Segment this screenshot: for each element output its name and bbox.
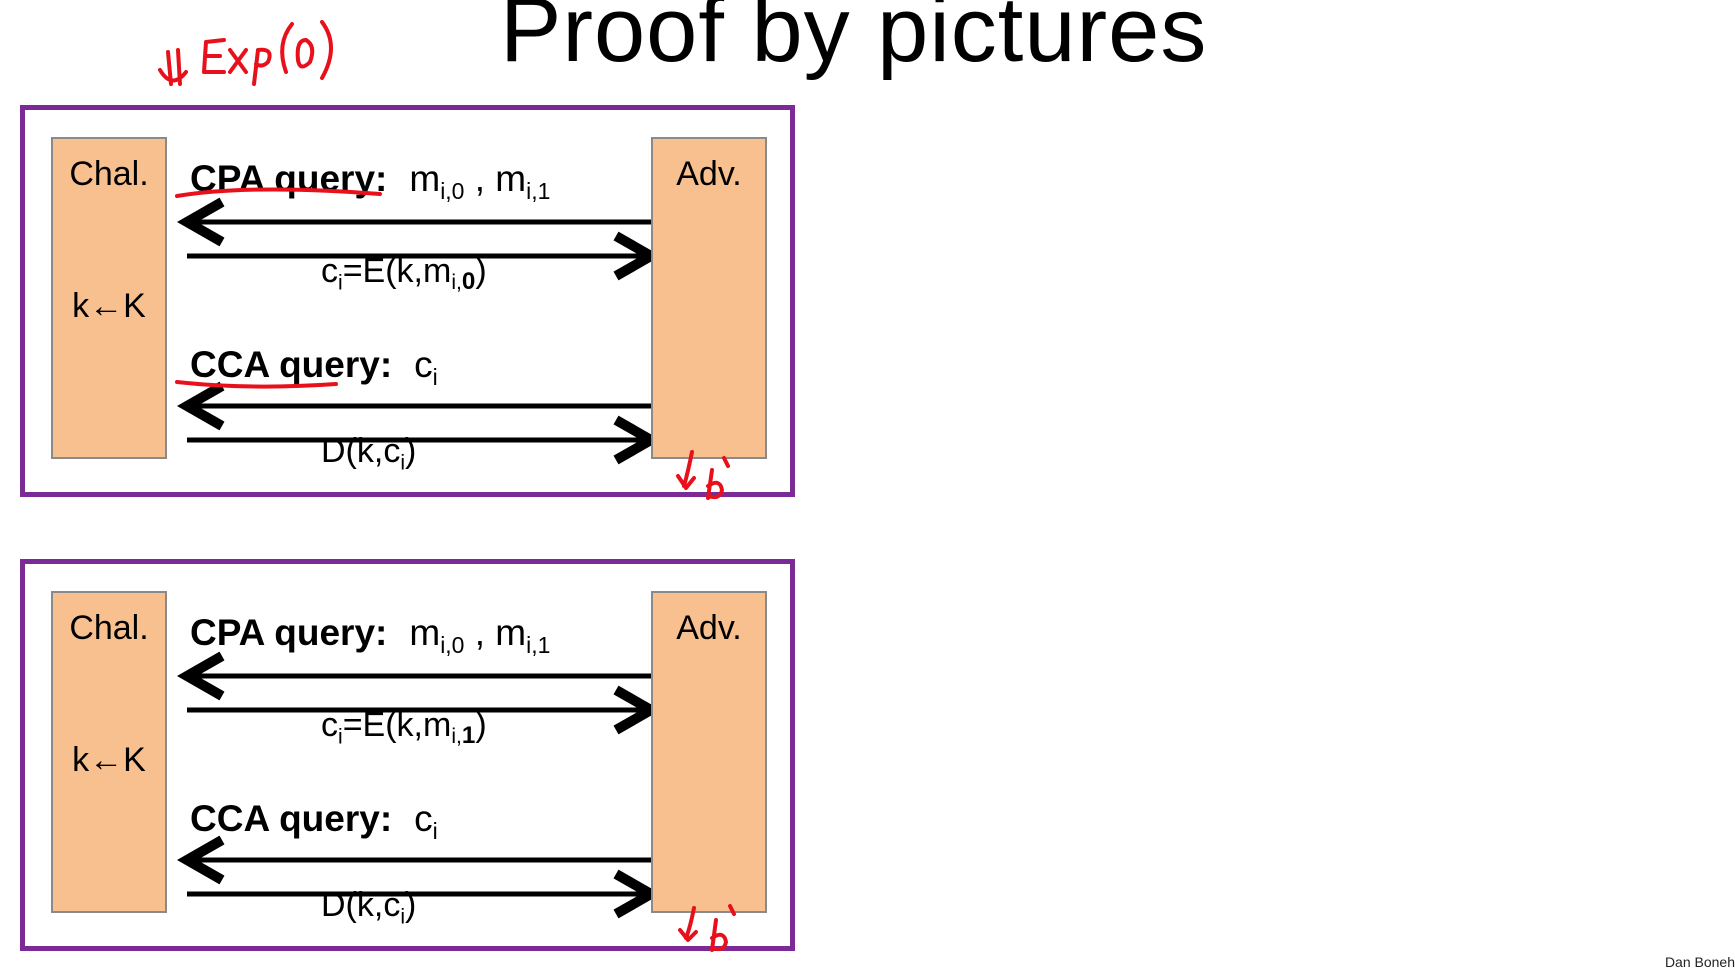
adversary-label: Adv. bbox=[676, 155, 742, 193]
adversary-box: Adv. bbox=[651, 591, 767, 913]
adversary-box: Adv. bbox=[651, 137, 767, 459]
experiment-0-panel: Chal. k←K Adv. CPA query:mi,0 , mi,1 ci=… bbox=[20, 105, 795, 497]
author-credit: Dan Boneh bbox=[1664, 954, 1735, 970]
key-generation-label: k←K bbox=[72, 287, 146, 325]
challenger-box: Chal. k←K bbox=[51, 137, 167, 459]
challenger-label: Chal. bbox=[69, 155, 149, 193]
slide-title: Proof by pictures bbox=[500, 0, 1208, 81]
cpa-query-label: CPA query:mi,0 , mi,1 bbox=[190, 158, 551, 205]
decryption-response-label: D(k,ci) bbox=[321, 432, 417, 475]
key-generation-label: k←K bbox=[72, 741, 146, 779]
message-arrows bbox=[25, 564, 790, 946]
challenger-box: Chal. k←K bbox=[51, 591, 167, 913]
encryption-response-label: ci=E(k,mi,1) bbox=[321, 706, 487, 750]
challenger-label: Chal. bbox=[69, 609, 149, 647]
cca-query-label: CCA query:ci bbox=[190, 344, 438, 391]
decryption-response-label: D(k,ci) bbox=[321, 886, 417, 929]
encryption-response-label: ci=E(k,mi,0) bbox=[321, 252, 487, 296]
cca-query-label: CCA query:ci bbox=[190, 798, 438, 845]
message-arrows bbox=[25, 110, 790, 492]
adversary-label: Adv. bbox=[676, 609, 742, 647]
experiment-1-panel: Chal. k←K Adv. CPA query:mi,0 , mi,1 ci=… bbox=[20, 559, 795, 951]
exp0-annotation bbox=[158, 20, 333, 86]
cpa-query-label: CPA query:mi,0 , mi,1 bbox=[190, 612, 551, 659]
